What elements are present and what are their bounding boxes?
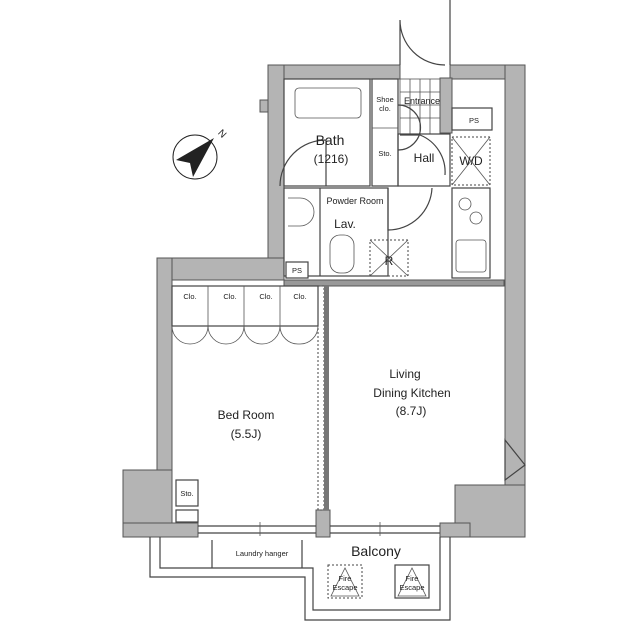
bedroom-label: Bed Room xyxy=(218,408,275,422)
shoe-closet-label: Shoe xyxy=(376,95,394,104)
north-arrow-icon: N xyxy=(172,128,228,180)
pipe-space-top xyxy=(451,107,493,131)
fire-escape-label: Fire xyxy=(406,574,419,583)
closet-label: Clo. xyxy=(223,292,236,301)
ldk-window-door[interactable] xyxy=(504,438,526,482)
windows xyxy=(198,522,440,536)
ldk-size: (8.7J) xyxy=(396,404,427,418)
ldk-label: Living xyxy=(389,367,420,381)
entrance-label: Entrance xyxy=(404,96,440,106)
sliding-partition[interactable] xyxy=(317,285,325,511)
refrigerator xyxy=(369,239,409,277)
bedroom-storage-label: Sto. xyxy=(180,489,193,498)
lav-label: Lav. xyxy=(334,217,356,231)
ldk-label-2: Dining Kitchen xyxy=(373,386,450,400)
balcony-label: Balcony xyxy=(351,543,401,559)
ps-top-label: PS xyxy=(469,116,479,125)
fire-escape-label: Escape xyxy=(399,583,424,592)
bathtub xyxy=(294,87,362,119)
entrance-door[interactable] xyxy=(399,19,446,66)
closet-label: Clo. xyxy=(259,292,272,301)
closet-label: Clo. xyxy=(293,292,306,301)
bedroom-size: (5.5J) xyxy=(231,427,262,441)
sink xyxy=(455,239,487,273)
svg-text:N: N xyxy=(215,128,228,141)
balcony xyxy=(149,537,451,621)
refrigerator-label: R xyxy=(385,254,394,268)
closet-label: Clo. xyxy=(183,292,196,301)
powder-room xyxy=(283,187,389,277)
walls xyxy=(122,64,526,538)
toilet xyxy=(329,234,355,274)
hall-label: Hall xyxy=(414,151,435,165)
fire-escape-label: Escape xyxy=(332,583,357,592)
ps-left-label: PS xyxy=(292,266,302,275)
laundry-hanger-label: Laundry hanger xyxy=(236,549,289,558)
bath-label: Bath xyxy=(316,132,345,148)
fire-escape-label: Fire xyxy=(339,574,352,583)
wd-label: W/D xyxy=(459,154,483,168)
shoe-closet-label-2: clo. xyxy=(379,104,391,113)
kitchen-counter xyxy=(451,187,491,279)
bath-size: (1216) xyxy=(314,152,349,166)
hall-storage-label: Sto. xyxy=(378,149,391,158)
powder-room-label: Powder Room xyxy=(326,196,383,206)
bath-room xyxy=(283,78,371,187)
washer-dryer xyxy=(451,136,491,186)
